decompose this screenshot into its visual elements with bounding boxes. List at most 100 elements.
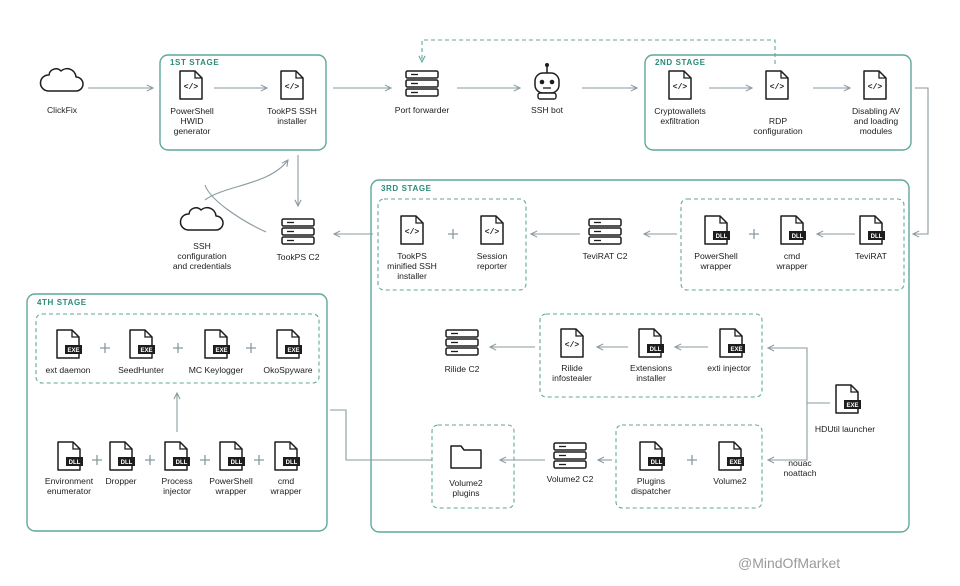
mc-keylogger-exe-icon: EXE xyxy=(204,329,230,359)
line-plugins-stage4 xyxy=(330,409,432,461)
okospyware-label: OkoSpyware xyxy=(263,365,312,375)
svg-text:EXE: EXE xyxy=(730,347,742,353)
svg-text:DLL: DLL xyxy=(792,234,804,240)
cmd-wrapper3-label-line-2: wrapper xyxy=(775,261,807,271)
cmd-wrapper4-dll-icon: DLL xyxy=(274,441,300,471)
process-injector-label-line-2: injector xyxy=(163,486,191,496)
ssh-config-label-line-1: SSH xyxy=(193,241,211,251)
port-forwarder-label: Port forwarder xyxy=(395,105,450,115)
volume2-label: Volume2 xyxy=(713,476,747,486)
tookps-group-box xyxy=(377,198,527,291)
disabling-av-code-icon: </> xyxy=(863,70,887,100)
svg-text:</>: </> xyxy=(405,228,420,237)
clickfix-label: ClickFix xyxy=(47,105,78,115)
dropper-dll-icon: DLL xyxy=(109,441,135,471)
arrow-sshconfig-stage1 xyxy=(204,160,288,201)
svg-text:EXE: EXE xyxy=(287,348,299,354)
clickfix-cloud-icon xyxy=(39,67,84,92)
rdp-code-icon: </> xyxy=(765,70,789,100)
volume2-plugins-box xyxy=(431,424,515,509)
disabling-av-label-line-1: Disabling AV xyxy=(852,106,900,116)
plugins-dispatcher-label-line-2: dispatcher xyxy=(631,486,671,496)
cmd-wrapper4-label-line-1: cmd xyxy=(278,476,294,486)
crypto-label-line-1: Cryptowallets xyxy=(654,106,706,116)
env-enum-label-line-2: enumerator xyxy=(47,486,91,496)
svg-text:EXE: EXE xyxy=(67,348,79,354)
volume2-plugins-folder-icon xyxy=(450,445,482,469)
ext-daemon-label: ext daemon xyxy=(46,365,91,375)
svg-text:EXE: EXE xyxy=(215,348,227,354)
svg-text:DLL: DLL xyxy=(69,460,81,466)
tookps-ssh-label-line-1: TookPS SSH xyxy=(267,106,317,116)
session-reporter-code-icon: </> xyxy=(480,215,504,245)
arrow-hdutil-exti xyxy=(768,348,830,404)
svg-text:</>: </> xyxy=(485,228,500,237)
svg-text:DLL: DLL xyxy=(286,460,298,466)
svg-text:</>: </> xyxy=(770,83,785,92)
disabling-av-label-line-2: and loading xyxy=(854,116,899,126)
svg-text:EXE: EXE xyxy=(846,403,858,409)
tookps-min-label-line-1: TookPS xyxy=(397,251,427,261)
rilide-label-line-1: Rilide xyxy=(561,363,583,373)
svg-text:DLL: DLL xyxy=(176,460,188,466)
ps-wrapper3-dll-icon: DLL xyxy=(704,215,730,245)
session-reporter-label-line-1: Session xyxy=(477,251,508,261)
dashed-loop-rdp-port xyxy=(422,39,776,64)
svg-text:DLL: DLL xyxy=(871,234,883,240)
tookps-min-label-line-3: installer xyxy=(397,271,427,281)
volume2-group-box xyxy=(615,424,763,509)
rilide-c2-label: Rilide C2 xyxy=(445,364,480,374)
tevirat-group-box xyxy=(680,198,905,291)
nouac-label-line-1: nouac xyxy=(788,458,812,468)
svg-text:</>: </> xyxy=(868,83,883,92)
ps-wrapper4-label-line-2: wrapper xyxy=(214,486,246,496)
svg-text:EXE: EXE xyxy=(140,348,152,354)
seedhunter-exe-icon: EXE xyxy=(129,329,155,359)
volume2-exe-icon: EXE xyxy=(718,441,744,471)
tevirat-label: TeviRAT xyxy=(855,251,888,261)
ssh-bot-label: SSH bot xyxy=(531,105,564,115)
rilide-c2-server-icon xyxy=(445,329,479,356)
svg-text:</>: </> xyxy=(565,341,580,350)
ext-installer-label-line-2: installer xyxy=(636,373,666,383)
svg-text:DLL: DLL xyxy=(716,234,728,240)
ps-hwid-label-line-2: HWID xyxy=(181,116,204,126)
rilide-label-line-2: infostealer xyxy=(552,373,592,383)
rilide-code-icon: </> xyxy=(560,328,584,358)
ps-wrapper4-label-line-1: PowerShell xyxy=(209,476,253,486)
svg-text:</>: </> xyxy=(184,83,199,92)
ssh-config-label-line-3: and credentials xyxy=(173,261,231,271)
tookps-min-code-icon: </> xyxy=(400,215,424,245)
tevirat-c2-server-icon xyxy=(588,218,622,245)
watermark-text: @MindOfMarket xyxy=(738,555,840,571)
seedhunter-label: SeedHunter xyxy=(118,365,164,375)
plugins-dispatcher-label-line-1: Plugins xyxy=(637,476,665,486)
ps-wrapper3-label-line-2: wrapper xyxy=(699,261,731,271)
stage-1-frame: 1ST STAGE xyxy=(159,54,327,151)
stage-2-frame: 2ND STAGE xyxy=(644,54,912,151)
svg-text:</>: </> xyxy=(285,83,300,92)
port-forwarder-server-icon xyxy=(405,70,439,97)
stage-3-title: 3RD STAGE xyxy=(381,184,432,193)
process-injector-label-line-1: Process xyxy=(161,476,192,486)
hdutil-exe-icon: EXE xyxy=(835,384,861,414)
tookps-ssh-code-icon: </> xyxy=(280,70,304,100)
svg-text:DLL: DLL xyxy=(651,460,663,466)
ssh-bot-icon xyxy=(534,63,560,100)
env-enum-dll-icon: DLL xyxy=(57,441,83,471)
ps-hwid-label-line-1: PowerShell xyxy=(170,106,214,116)
svg-text:</>: </> xyxy=(673,83,688,92)
exti-injector-label: exti injector xyxy=(707,363,751,373)
plugins-dispatcher-dll-icon: DLL xyxy=(639,441,665,471)
session-reporter-label-line-2: reporter xyxy=(477,261,507,271)
stage-2-title: 2ND STAGE xyxy=(655,58,706,67)
tookps-min-label-line-2: minified SSH xyxy=(387,261,437,271)
stage4-payloads-box xyxy=(35,313,320,384)
svg-text:EXE: EXE xyxy=(729,460,741,466)
arrow-tookpsc2-sshconfig xyxy=(204,184,267,233)
ssh-config-cloud-icon xyxy=(179,206,224,231)
hdutil-label: HDUtil launcher xyxy=(815,424,875,434)
crypto-code-icon: </> xyxy=(668,70,692,100)
svg-text:DLL: DLL xyxy=(231,460,243,466)
